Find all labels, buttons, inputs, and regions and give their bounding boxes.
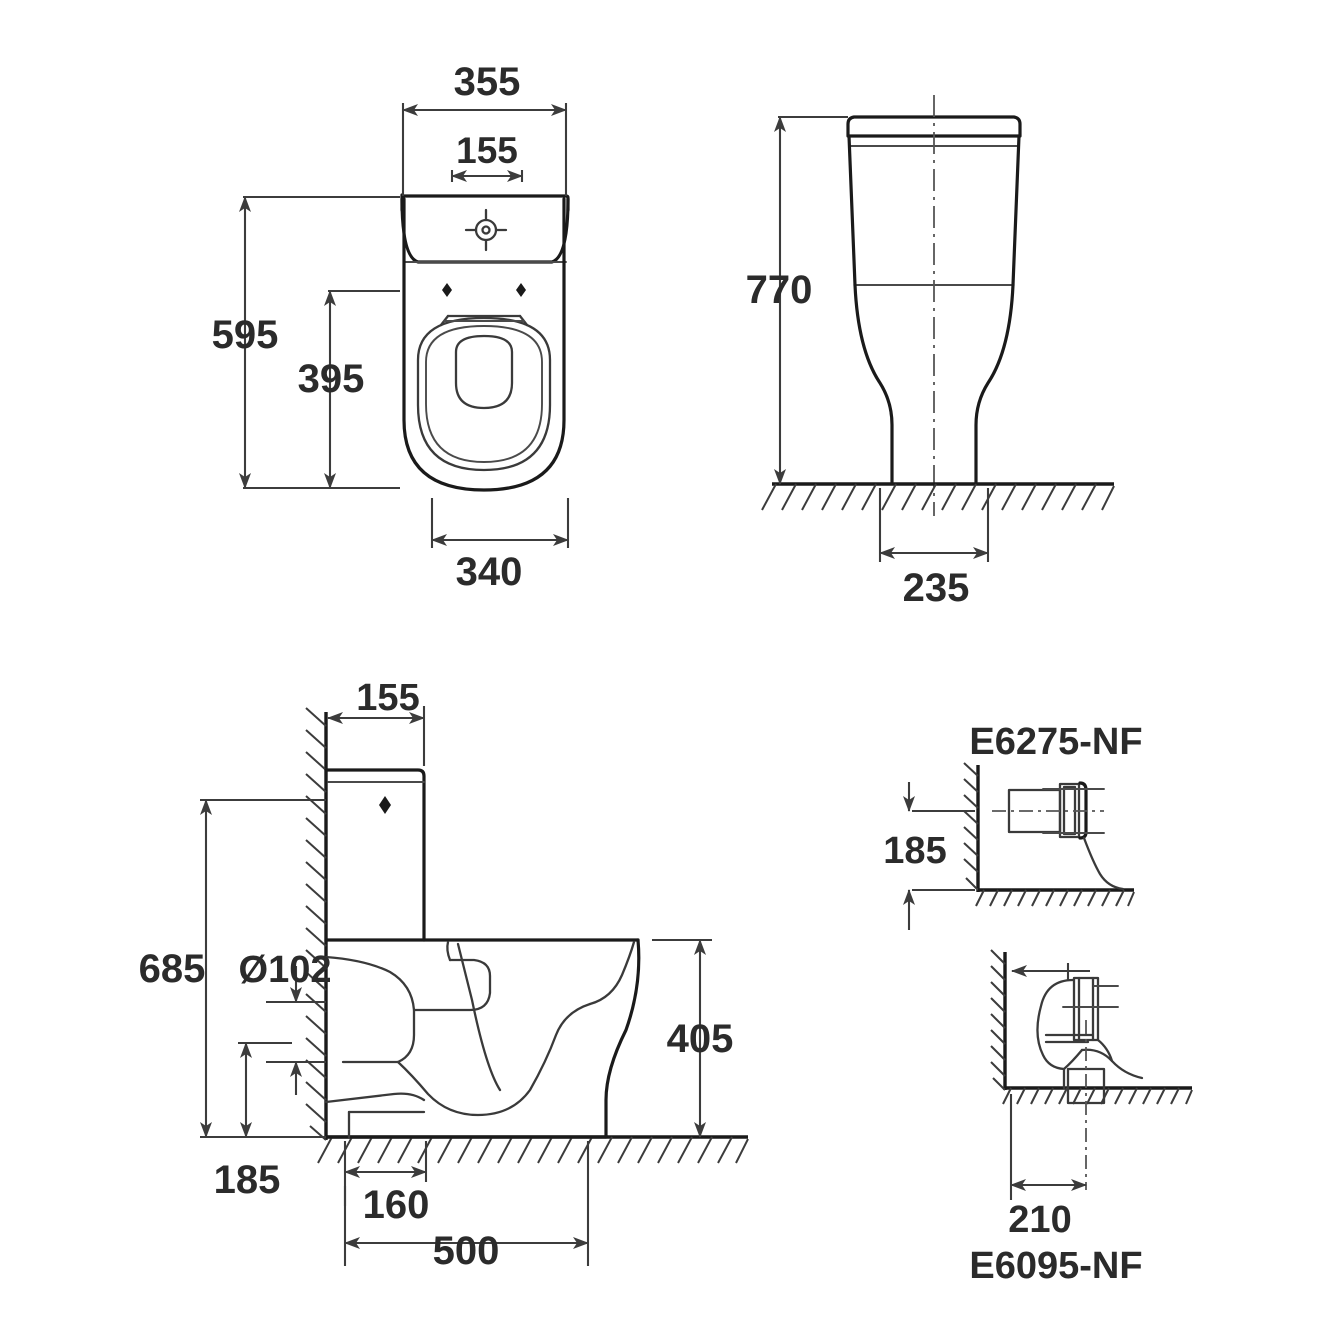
dim-label-d102: Ø102 (239, 949, 332, 991)
side-view-wall (305, 707, 328, 1141)
front-elevation-dimensions (774, 115, 990, 562)
dim-label-155-plan: 155 (456, 130, 518, 171)
part-label-e6275: E6275-NF (969, 721, 1142, 763)
detail-e6275-geometry (963, 762, 1135, 907)
dim-label-355: 355 (454, 60, 521, 104)
side-view-dimensions (200, 706, 712, 1266)
side-view-geometry (324, 768, 641, 1139)
dim-label-210: 210 (1008, 1199, 1071, 1241)
dim-label-685: 685 (139, 947, 206, 991)
dim-label-500: 500 (433, 1229, 500, 1273)
front-elevation-ground (761, 482, 1115, 511)
plan-view-geometry (400, 193, 570, 492)
dim-label-405: 405 (667, 1017, 734, 1061)
dim-label-185-side: 185 (214, 1158, 281, 1202)
dim-label-185-detail: 185 (883, 830, 946, 872)
dim-label-340: 340 (456, 550, 523, 594)
dim-label-595: 595 (212, 313, 279, 357)
plan-view-dimensions (239, 103, 570, 548)
detail-e6275-dimensions (903, 782, 975, 930)
part-label-e6095: E6095-NF (969, 1245, 1142, 1287)
dim-label-155-side: 155 (356, 677, 419, 719)
detail-e6095-dimensions (1009, 1094, 1087, 1200)
detail-e6095-geometry (990, 949, 1193, 1190)
dim-label-395: 395 (298, 357, 365, 401)
dim-label-235: 235 (903, 566, 970, 610)
dim-label-770: 770 (746, 268, 813, 312)
dim-label-160: 160 (363, 1183, 430, 1227)
side-view-ground (317, 1135, 749, 1164)
front-elevation-geometry (846, 95, 1022, 516)
